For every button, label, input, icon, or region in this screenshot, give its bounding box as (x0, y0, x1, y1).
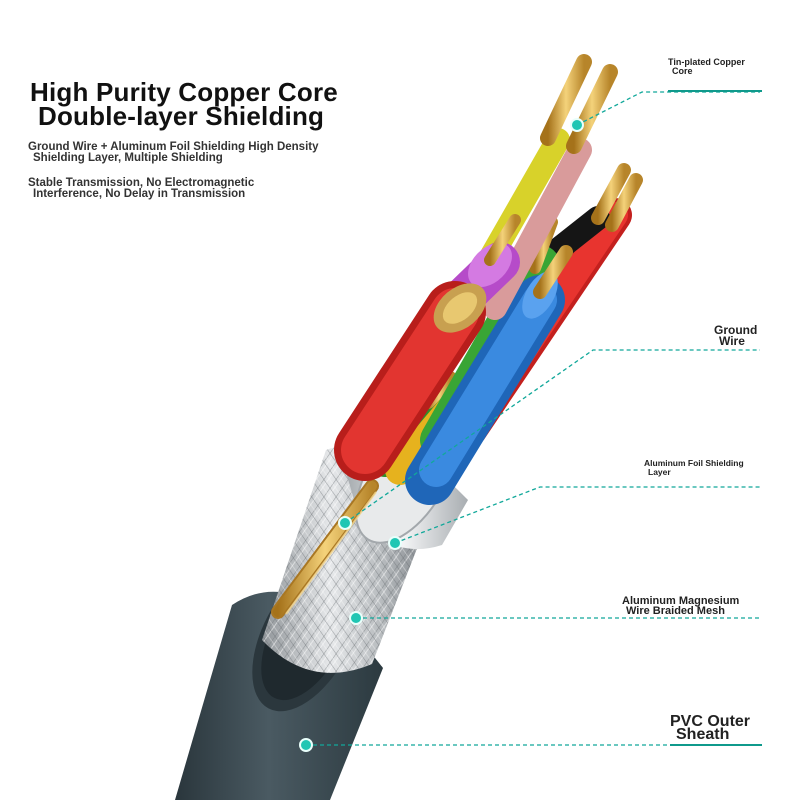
label-braided-mesh-line-2: Wire Braided Mesh (626, 605, 725, 617)
label-copper-core-line-1: Tin-plated Copper (668, 57, 745, 67)
heading-line-1: High Purity Copper Core (30, 77, 338, 107)
feature-1-line-1: Ground Wire + Aluminum Foil Shielding Hi… (28, 141, 319, 153)
label-ground-wire-line-2: Wire (719, 334, 745, 348)
label-pvc-sheath-underline (670, 744, 762, 746)
label-pvc-sheath-line-1: PVC Outer (670, 713, 751, 730)
feature-2-line-1: Stable Transmission, No Electromagnetic (28, 177, 255, 189)
heading-line-2: Double-layer Shielding (38, 101, 325, 131)
label-braided-mesh-line-1: Aluminum Magnesium (622, 595, 740, 607)
label-copper-core-line-2: Core (672, 66, 693, 76)
callout-dots (299, 118, 584, 752)
label-copper-core-underline (668, 90, 762, 92)
label-foil-line-1: Aluminum Foil Shielding (644, 458, 744, 468)
inner-conductors (334, 54, 643, 505)
label-ground-wire-line-1: Ground (714, 323, 758, 337)
label-pvc-sheath-line-2: Sheath (676, 726, 730, 743)
feature-1-line-2: Shielding Layer, Multiple Shielding (33, 152, 223, 164)
feature-2-line-2: Interference, No Delay in Transmission (33, 188, 246, 200)
ground-wire-strands (271, 479, 379, 619)
label-foil-line-2: Layer (648, 467, 671, 477)
